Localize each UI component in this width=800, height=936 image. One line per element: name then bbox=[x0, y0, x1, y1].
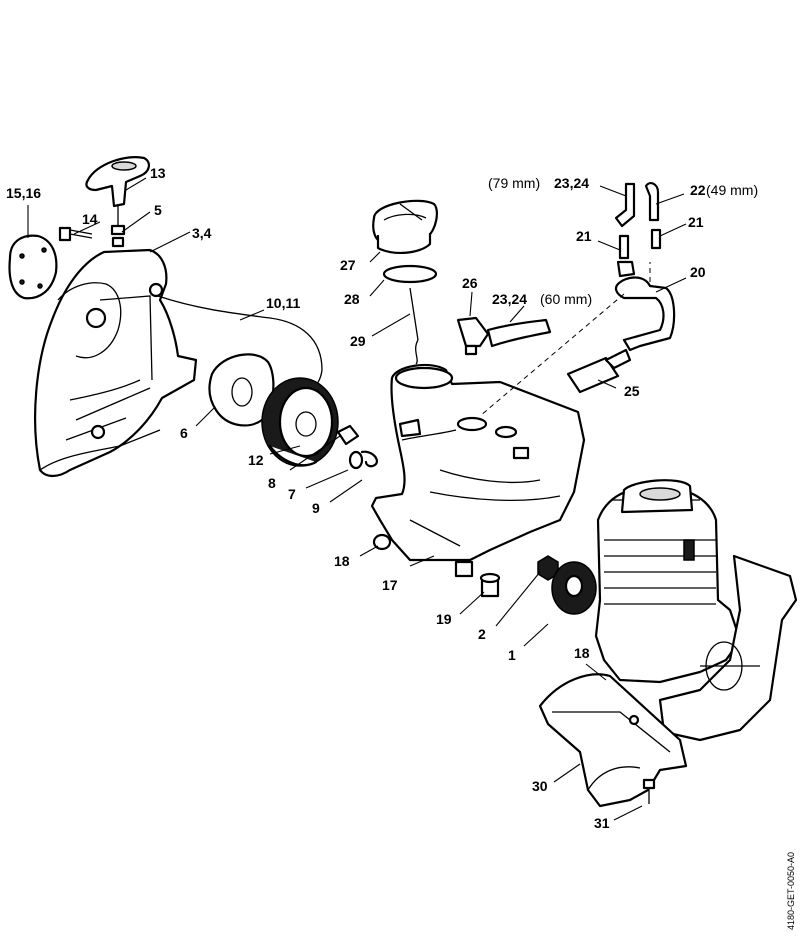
label-17: 17 bbox=[382, 577, 398, 593]
label-31: 31 bbox=[594, 815, 610, 831]
label-15-16: 15,16 bbox=[6, 185, 41, 201]
drawing-code: 4180-GET-0050-A0 bbox=[786, 852, 796, 930]
starter-cover bbox=[34, 248, 198, 478]
label-21-right: 21 bbox=[688, 214, 704, 230]
engine-assembly bbox=[594, 479, 798, 742]
label-27: 27 bbox=[340, 257, 356, 273]
label-5: 5 bbox=[154, 202, 162, 218]
label-29: 29 bbox=[350, 333, 366, 349]
label-1: 1 bbox=[508, 647, 516, 663]
cover-plate bbox=[8, 234, 58, 300]
label-22-length: (49 mm) bbox=[706, 182, 758, 198]
part-labels: 1 2 3,4 5 6 7 8 9 10,11 12 13 14 15,16 1… bbox=[6, 165, 758, 831]
sleeve-19 bbox=[479, 572, 501, 598]
tank-cap bbox=[372, 199, 438, 254]
screw-31 bbox=[642, 778, 656, 804]
label-9: 9 bbox=[312, 500, 320, 516]
o-ring bbox=[382, 264, 438, 284]
fuel-hoses bbox=[479, 182, 676, 417]
label-2: 2 bbox=[478, 626, 486, 642]
label-19: 19 bbox=[436, 611, 452, 627]
label-12: 12 bbox=[248, 452, 264, 468]
label-22: 22 bbox=[690, 182, 706, 198]
label-8: 8 bbox=[268, 475, 276, 491]
lower-housing bbox=[538, 673, 688, 808]
label-10-11: 10,11 bbox=[266, 295, 300, 311]
label-23-24-a: 23,24 bbox=[554, 175, 589, 191]
starter-grip bbox=[85, 156, 150, 248]
label-18-upper: 18 bbox=[334, 553, 350, 569]
label-23-24-length-b: (60 mm) bbox=[540, 291, 592, 307]
label-6: 6 bbox=[180, 425, 188, 441]
elbow-connector bbox=[456, 316, 552, 356]
screw-14 bbox=[58, 226, 93, 242]
label-25: 25 bbox=[624, 383, 640, 399]
label-26: 26 bbox=[462, 275, 478, 291]
label-20: 20 bbox=[690, 264, 706, 280]
label-3-4: 3,4 bbox=[192, 225, 212, 241]
label-13: 13 bbox=[150, 165, 166, 181]
label-14: 14 bbox=[82, 211, 98, 227]
label-23-24-length-a: (79 mm) bbox=[488, 175, 540, 191]
buffer bbox=[551, 561, 597, 615]
pawl-parts bbox=[336, 424, 378, 470]
label-21-left: 21 bbox=[576, 228, 592, 244]
grommet-18-upper bbox=[372, 533, 392, 551]
fuel-tank bbox=[370, 363, 586, 578]
label-30: 30 bbox=[532, 778, 548, 794]
label-23-24-b: 23,24 bbox=[492, 291, 527, 307]
leader-lines bbox=[27, 177, 687, 821]
fuel-pickup bbox=[409, 287, 419, 365]
label-28: 28 bbox=[344, 291, 360, 307]
label-18-lower: 18 bbox=[574, 645, 590, 661]
rope-rotor bbox=[261, 377, 339, 467]
label-7: 7 bbox=[288, 486, 296, 502]
